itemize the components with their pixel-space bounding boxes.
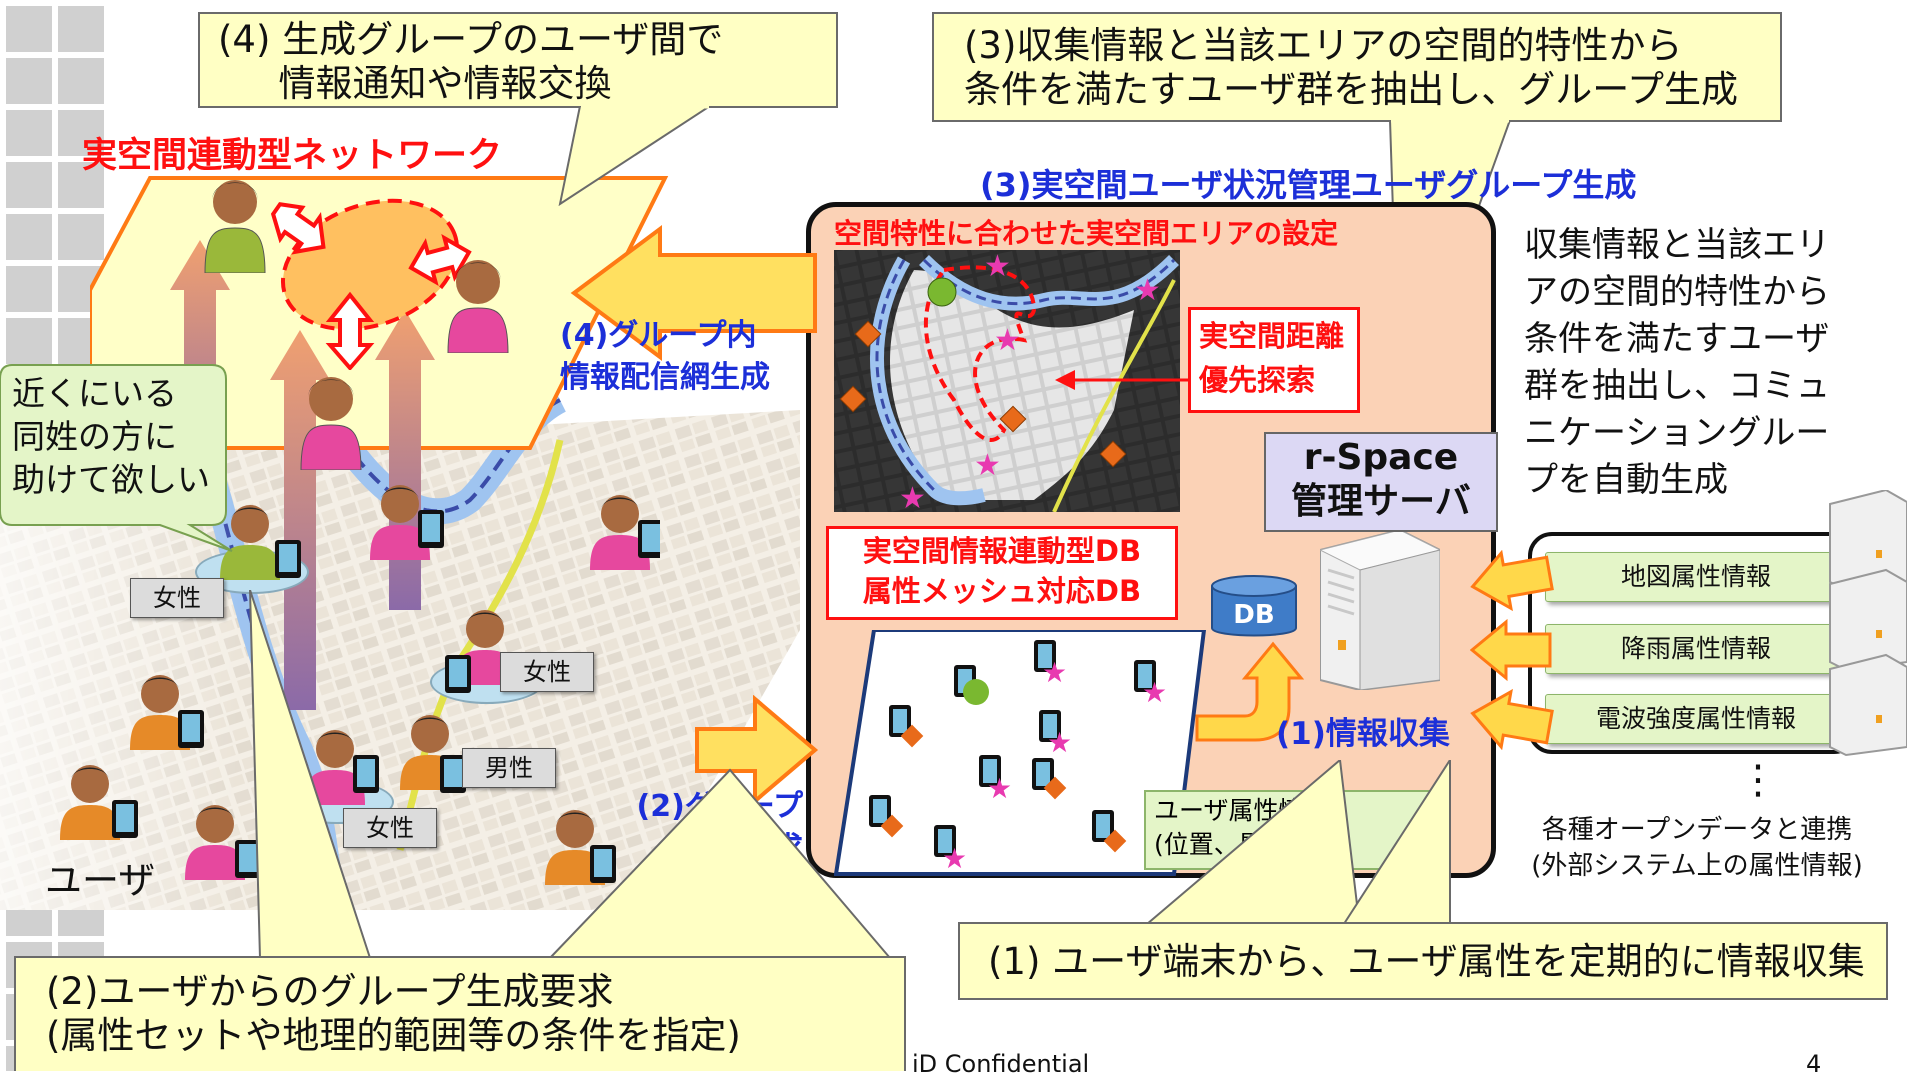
user-label: ユーザ xyxy=(45,859,156,902)
server-label: r-Space 管理サーバ xyxy=(1264,432,1498,532)
exchange-arrows xyxy=(270,202,472,370)
svg-text:★: ★ xyxy=(984,250,1011,284)
svg-text:★: ★ xyxy=(899,481,926,512)
db-cylinder xyxy=(1211,575,1297,637)
info-collect-label: (1)情報収集 xyxy=(1276,716,1450,752)
open-data-label: 各種オープンデータと連携 (外部システム上の属性情報) xyxy=(1531,815,1863,881)
group-gen-title: (3)実空間ユーザ状況管理ユーザグループ生成 xyxy=(980,166,1637,204)
callout-bottom-left-pointers xyxy=(249,590,893,959)
map-users xyxy=(60,485,660,885)
distance-arrow xyxy=(1055,370,1190,390)
request-arrow xyxy=(695,695,819,805)
data-plane: ★ ★ ★ ★ ★ xyxy=(834,630,1207,876)
callout-bottom-left: (2)ユーザからのグループ生成要求 (属性セットや地理的範囲等の条件を指定) xyxy=(14,956,906,1071)
svg-text:★: ★ xyxy=(1047,726,1072,759)
footer-confidential: iD Confidential xyxy=(912,1050,1090,1078)
speech-bubble-shape xyxy=(0,364,233,552)
source-map-attr: 地図属性情報 xyxy=(1545,552,1847,602)
svg-text:★: ★ xyxy=(974,448,1001,483)
svg-text:★: ★ xyxy=(1042,656,1067,689)
svg-text:★: ★ xyxy=(1142,676,1167,709)
group-dist-label: (4)グループ内 情報配信網生成 xyxy=(560,318,770,395)
person-network-pink-1 xyxy=(447,260,509,353)
source-arrows xyxy=(1470,550,1554,750)
area-setting-label: 空間特性に合わせた実空間エリアの設定 xyxy=(834,217,1339,250)
callout-bottom-right-pointers xyxy=(1137,760,1451,931)
person-network-green xyxy=(204,180,266,273)
network-title: 実空間連動型ネットワーク xyxy=(82,136,503,176)
svg-text:★: ★ xyxy=(942,842,967,875)
page-number: 4 xyxy=(1806,1050,1822,1078)
external-servers xyxy=(1829,490,1907,757)
source-signal-attr: 電波強度属性情報 xyxy=(1545,694,1847,744)
dark-map: ★ ★ ★ ★ ★ xyxy=(834,250,1180,512)
db-title: 実空間情報連動型DB 属性メッシュ対応DB xyxy=(826,526,1178,620)
db-icon-label: DB xyxy=(1233,600,1275,630)
callout-top-left: (4) 生成グループのユーザ間で 情報通知や情報交換 xyxy=(198,12,838,108)
gender-tag-2: 女性 xyxy=(500,652,594,692)
person-network-pink-2 xyxy=(300,377,362,470)
gender-tag-3: 男性 xyxy=(462,748,556,788)
distribute-arrow xyxy=(570,225,817,361)
side-description: 収集情報と当該エリ アの空間的特性から 条件を満たすユーザ 群を抽出し、コミュ … xyxy=(1524,225,1830,500)
svg-text:★: ★ xyxy=(987,772,1012,805)
svg-text:★: ★ xyxy=(1134,273,1161,308)
speech-text: 近くにいる 同姓の方に 助けて欲しい xyxy=(12,374,210,499)
svg-text:★: ★ xyxy=(994,323,1021,358)
callout-bottom-right: (1) ユーザ端末から、ユーザ属性を定期的に情報収集 xyxy=(958,922,1888,1000)
server-tower xyxy=(1320,530,1440,690)
group-ellipse xyxy=(280,198,460,332)
callout-top-left-pointer xyxy=(558,106,712,206)
distance-search-label: 実空間距離 優先探索 xyxy=(1188,307,1360,413)
ellipsis-dots: ⋮ xyxy=(1738,757,1778,803)
collect-arrow xyxy=(1195,641,1305,742)
callout-top-right: (3)収集情報と当該エリアの空間的特性から 条件を満たすユーザ群を抽出し、グルー… xyxy=(932,12,1782,122)
gender-tag-4: 女性 xyxy=(343,808,437,848)
gender-tag-1: 女性 xyxy=(130,578,224,618)
source-rain-attr: 降雨属性情報 xyxy=(1545,624,1847,674)
